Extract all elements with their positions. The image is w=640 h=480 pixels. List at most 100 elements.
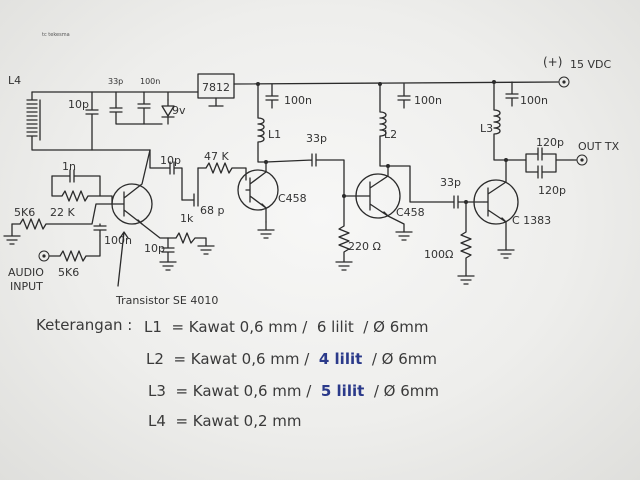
q4-label: C 1383 [512, 214, 551, 227]
note-row-l1: L1 = Kawat 0,6 mm / 6 lilit / Ø 6mm [144, 318, 429, 336]
c1n-label: 1n [62, 160, 76, 173]
ground-e [497, 249, 515, 259]
junction-dot [464, 200, 468, 204]
c33p-top [109, 91, 163, 125]
r22k-label: 22 K [50, 206, 75, 219]
c68p-label: 68 p [200, 204, 224, 217]
junction-dot [504, 158, 508, 162]
c100n-top-label: 100n [140, 77, 160, 86]
output-label: OUT TX [578, 140, 620, 153]
c100n-b-label: 100n [104, 234, 132, 247]
supply-polarity: (+) [543, 55, 562, 69]
note-turns: 5 lilit [320, 382, 365, 400]
c100n-b [93, 223, 107, 237]
note-diameter: / Ø 6mm [371, 350, 437, 368]
c10p-a [85, 91, 99, 151]
r5k6-a-label: 5K6 [14, 206, 35, 219]
audio-input-line2: INPUT [10, 280, 43, 293]
c33p-c-label: 33p [440, 176, 461, 189]
l1-label: L1 [268, 128, 281, 141]
c10p-c-label: 10p [144, 242, 165, 255]
q3-label: C458 [396, 206, 425, 219]
note-wire: = Kawat 0,2 mm [175, 412, 302, 430]
c10p-c [161, 237, 175, 263]
c120p-b-label: 120p [538, 184, 566, 197]
r1k-label: 1k [180, 212, 194, 225]
r47k [197, 162, 247, 181]
small-caption: tc tekesma [42, 32, 70, 38]
c33p-top-label: 33p [108, 77, 123, 86]
c120p-pair [505, 147, 577, 179]
audio-input-dot [42, 254, 46, 258]
c100n-e [505, 81, 519, 107]
q1-leads [111, 149, 151, 225]
r220-label: 220 Ω [348, 240, 381, 253]
r5k6-a [11, 203, 113, 230]
c1n [51, 169, 101, 197]
l2-label: L2 [384, 128, 397, 141]
junction-dot [264, 160, 268, 164]
q3-leads [355, 165, 405, 233]
c10p-b-label: 10p [160, 154, 181, 167]
supply-rail-left [31, 91, 199, 101]
r5k6-b [48, 235, 101, 262]
r5k6-b-label: 5K6 [58, 266, 79, 279]
c10p-b [149, 149, 183, 201]
r100 [457, 201, 475, 285]
c10p-a-label: 10p [68, 98, 89, 111]
junction-dot [386, 164, 390, 168]
note-diameter: / Ø 6mm [373, 382, 439, 400]
q1-emitter-wire [141, 223, 169, 239]
q2-leads [245, 161, 267, 223]
ground-a [3, 223, 21, 245]
junction-dot [492, 80, 496, 84]
supply-voltage: 15 VDC [570, 58, 611, 71]
junction-dot [342, 194, 346, 198]
c100n-d [397, 83, 411, 109]
supply-terminal [558, 76, 570, 88]
q4-leads [483, 159, 507, 251]
note-row-l4: L4 = Kawat 0,2 mm [148, 412, 302, 430]
c100n-e-label: 100n [520, 94, 548, 107]
l1-coil [257, 83, 267, 163]
c120p-a-label: 120p [536, 136, 564, 149]
r220 [335, 195, 353, 271]
note-row-l2: L2 = Kawat 0,6 mm / 4 lilit / Ø 6mm [146, 350, 437, 368]
c33p-b [265, 153, 357, 197]
note-coil: L1 [144, 318, 162, 336]
l3-coil [493, 81, 507, 161]
ground-b [159, 261, 177, 271]
regulator-label: 7812 [202, 81, 230, 94]
note-coil: L4 [148, 412, 166, 430]
note-wire: = Kawat 0,6 mm [175, 382, 302, 400]
audio-input-line1: AUDIO [8, 266, 44, 279]
note-coil: L3 [148, 382, 166, 400]
transistor-note: Transistor SE 4010 [115, 294, 218, 307]
q2-label: C458 [278, 192, 307, 205]
transistor-pointer [117, 231, 129, 287]
zener-9v [161, 99, 175, 125]
note-row-l3: L3 = Kawat 0,6 mm / 5 lilit / Ø 6mm [148, 382, 439, 400]
junction-dot [378, 82, 382, 86]
q4-transistor [473, 179, 519, 225]
output-terminal [576, 154, 588, 166]
regulator-ground [208, 97, 224, 107]
r47k-label: 47 K [204, 150, 229, 163]
junction-dot [256, 82, 260, 86]
ground-c [257, 221, 275, 239]
c100n-c [265, 83, 279, 109]
note-turns: 4 lilit [318, 350, 363, 368]
l3-label: L3 [480, 122, 493, 135]
c100n-d-label: 100n [414, 94, 442, 107]
zener-9v-label: 9v [172, 104, 186, 117]
supply-terminal-dot [562, 80, 566, 84]
supply-rail-right [233, 81, 559, 85]
output-terminal-dot [580, 158, 584, 162]
c100n-top [137, 91, 151, 125]
c100n-c-label: 100n [284, 94, 312, 107]
r22k [51, 175, 113, 205]
ground-d [395, 231, 413, 241]
l4-coil [26, 91, 151, 151]
